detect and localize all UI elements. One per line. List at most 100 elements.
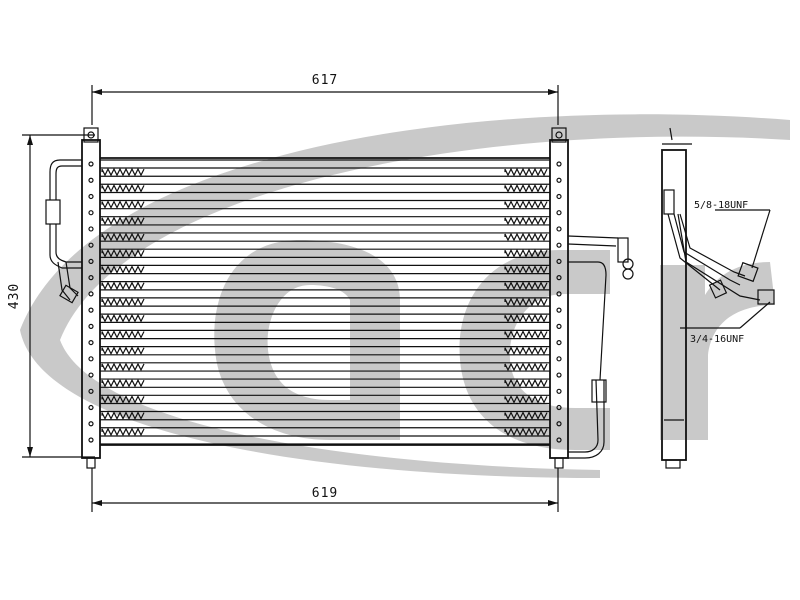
fin-segment [101,427,145,437]
left-tube-end [88,177,94,183]
fin-segment [101,281,145,291]
right-tube-end [556,258,562,265]
right-tube-end [556,356,562,362]
fin-segment [101,362,145,372]
condenser-tube [88,402,562,413]
right-outlet-fitting [617,237,629,263]
left-tube-end [88,275,94,281]
condenser-tube [88,419,562,429]
right-tube-end [556,339,562,346]
fin-segment [101,248,145,258]
fin-segment [504,281,548,291]
fin-segment [101,167,145,177]
fin-segment [504,427,548,437]
fin-segment [101,265,145,274]
fin-segment [101,297,145,307]
bottom-width-label: 619 [312,486,338,501]
fin-segment [504,167,548,177]
fin-segment [101,184,145,193]
fin-segment [504,411,548,420]
left-tube-end [88,404,94,411]
condenser-tube [88,191,562,202]
fin-segment [101,395,145,404]
fin-segment [101,378,145,388]
condenser-tube [88,337,562,348]
side-upper-fitting [737,261,759,283]
left-lower-fitting [59,284,79,304]
fin-segment [504,184,548,193]
fin-segment [504,265,548,274]
bottom-dimension: 619 [91,468,559,512]
condenser-tube [88,305,562,315]
right-tube-end [556,210,562,216]
right-tube-end [556,177,562,183]
condenser-tube [88,289,562,299]
left-tube-end [88,372,94,378]
fin-segment [504,330,548,339]
condenser-tube [88,256,562,267]
right-bottom-pin [554,457,564,469]
right-top-bracket [551,127,567,143]
side-lower-nut [757,289,775,305]
left-tube-end [88,323,94,329]
fin-segment [101,411,145,420]
height-dimension: 430 [7,134,95,458]
condenser-tube [88,435,562,445]
condenser-tube [88,175,562,185]
fin-segment [101,313,145,323]
fin-segment [101,330,145,339]
left-tube-end [88,161,94,167]
right-tube-end [556,404,562,411]
left-bottom-pin [86,457,96,469]
right-tube-end [556,242,562,248]
left-tube-end [88,258,94,265]
fin-segment [504,200,548,209]
right-tube-end [556,421,562,427]
fin-segment [101,200,145,209]
condenser-tube [88,273,562,283]
condenser-tube [88,386,562,396]
left-tube-end [88,388,94,394]
side-lower-fitting [708,279,728,299]
right-tube-end [556,372,562,378]
left-top-bracket [83,127,99,143]
left-tube-end [88,210,94,216]
right-mid-fitting [591,379,607,403]
right-tube-end [556,291,562,297]
left-inlet-fitting [45,199,61,225]
right-tube-end [556,226,562,232]
right-tube-end [556,388,562,394]
top-dimension: 617 [91,73,559,125]
right-tube-end [556,161,562,167]
left-tube-end [88,339,94,346]
fin-segment [504,313,548,323]
right-tube-end [556,193,562,200]
left-inlet-pipe [45,159,82,304]
condenser-tube [88,159,562,169]
left-tube-end [88,226,94,232]
condenser-tube [88,224,562,234]
right-outlet-pipe [567,235,634,459]
fin-segment [101,216,145,226]
condenser-tube [88,354,562,364]
tube-array [88,159,562,445]
condenser-tube [88,240,562,250]
fitting-lower-spec: 3/4-16UNF [690,334,744,345]
right-tube-end [556,323,562,329]
fin-segment [504,248,548,258]
right-tube-end [556,275,562,281]
fin-segment [504,232,548,242]
left-tube-end [88,242,94,248]
condenser-tube [88,321,562,331]
right-tube-end [556,307,562,313]
fin-segment [504,216,548,226]
condenser-tube [88,208,562,218]
fin-segment [504,362,548,372]
condenser-tube [88,370,562,380]
left-tube-end [88,193,94,200]
fin-segment [101,232,145,242]
watermark-logo: acr [20,114,790,478]
fin-segment [504,378,548,388]
